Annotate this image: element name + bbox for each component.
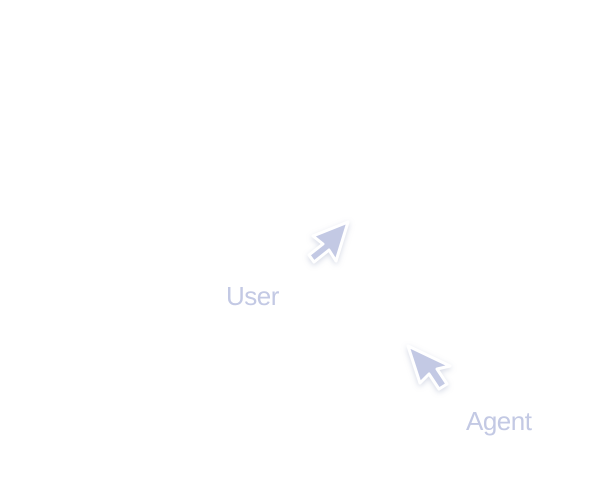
agent-cursor-label: Agent (466, 406, 532, 436)
cursor-arrow-icon (406, 344, 452, 391)
cursor-arrow-icon (307, 220, 350, 264)
agent-cursor (398, 336, 458, 396)
user-cursor-label: User (226, 281, 279, 311)
user-cursor (300, 214, 360, 274)
